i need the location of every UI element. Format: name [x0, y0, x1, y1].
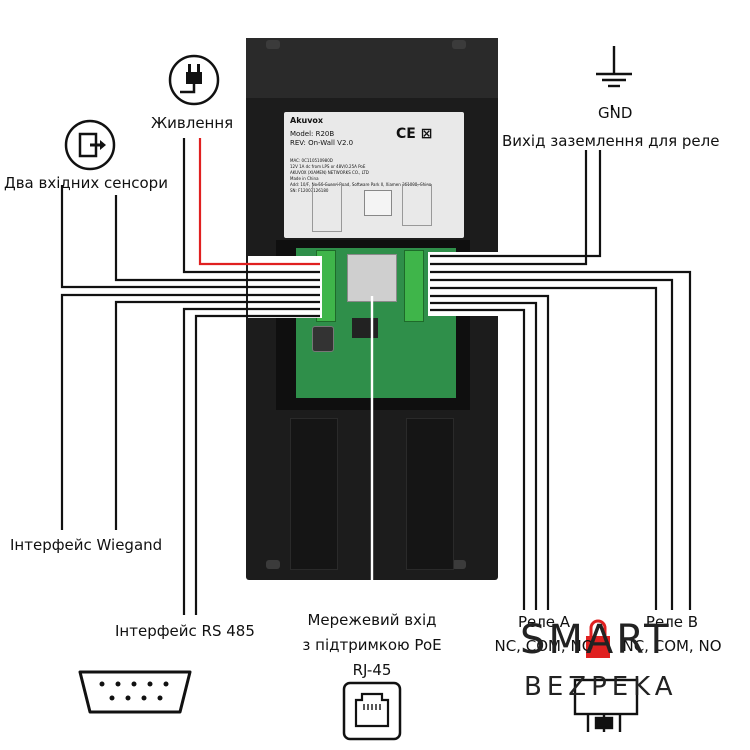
screw-bottom-right — [452, 560, 466, 569]
wiegand-label: Інтерфейс Wiegand — [10, 536, 163, 554]
watermark-smart: SMART — [520, 617, 672, 663]
relay-a-title: Реле А — [517, 613, 571, 631]
wire-relay-a-1 — [430, 308, 526, 610]
device-brand: Akuvox — [290, 116, 324, 125]
screw-top-right — [452, 40, 466, 49]
wire-wiegand-1 — [60, 293, 320, 530]
rs485-label: Інтерфейс RS 485 — [115, 622, 255, 640]
watermark-bezpeka: BEZPEKA — [524, 672, 678, 702]
wire-sensor-1 — [60, 185, 320, 289]
device-address: Add: 10/F, No.56 Guanri Road, Software P… — [290, 182, 432, 187]
sticker-pinout-table-left — [312, 184, 342, 232]
ce-mark-icon: CE ⊠ — [396, 126, 433, 142]
wire-gnd-2 — [430, 150, 588, 266]
device-sn: SN: F12007126180 — [290, 188, 329, 193]
wire-relay-b-1 — [430, 286, 658, 610]
capacitor — [312, 326, 334, 352]
sticker-ethernet-icon — [364, 190, 392, 216]
wire-power-red — [198, 138, 320, 266]
device-mac: MAC: 0C110510980D — [290, 158, 333, 163]
sensor-input-icon — [64, 119, 116, 171]
device-fine-print: MAC: 0C110510980D 12V 1A dc from LPS or … — [290, 158, 458, 194]
wire-relay-b-3 — [430, 270, 692, 610]
power-plug-icon — [168, 54, 220, 106]
sticker-pinout-table-right — [402, 184, 432, 226]
device-rail-left — [290, 418, 338, 570]
wire-band-right — [428, 252, 500, 316]
relay-ground-label: Вихід заземлення для реле — [502, 132, 720, 150]
network-label: Мережевий вхід з підтримкою PoE RJ-45 — [296, 608, 448, 683]
sensors-label: Два вхідних сенсори — [4, 174, 168, 192]
power-label: Живлення — [151, 114, 234, 132]
device-rail-right — [406, 418, 454, 570]
wire-power-gnd — [182, 138, 320, 274]
relay-icon — [573, 678, 639, 732]
wire-relay-a-3 — [430, 294, 550, 610]
device-model-text: Model: R20B — [290, 130, 335, 138]
wire-rs485-1 — [182, 307, 320, 615]
relay-b-title: Реле В — [645, 613, 699, 631]
device-made-in: Made in China — [290, 176, 319, 181]
wire-relay-a-2 — [430, 301, 538, 610]
device-power-spec: 12V 1A dc from LPS or 48V/0.25A PoE — [290, 164, 366, 169]
relay-a-label: Реле А NC, COM, NO — [488, 610, 600, 658]
wire-wiegand-2 — [114, 300, 320, 530]
network-label-line1: Мережевий вхід — [307, 611, 437, 629]
device-model: Model: R20B REV: On-Wall V2.0 — [290, 130, 353, 148]
ground-icon — [596, 46, 632, 88]
relay-b-contacts: NC, COM, NO — [622, 637, 722, 655]
relay-b-label: Реле В NC, COM, NO — [616, 610, 728, 658]
screw-top-left — [266, 40, 280, 49]
left-wires — [60, 138, 320, 615]
wire-sensor-2 — [114, 195, 320, 282]
watermark-lock-icon — [586, 619, 610, 658]
relay-a-contacts: NC, COM, NO — [494, 637, 594, 655]
ethernet-port-icon — [342, 681, 402, 741]
screw-bottom-left — [266, 560, 280, 569]
rs232-connector-icon — [78, 670, 192, 714]
wire-relay-b-2 — [430, 278, 674, 610]
device-rev-text: REV: On-Wall V2.0 — [290, 139, 354, 147]
wire-gnd — [430, 150, 602, 258]
right-wires — [430, 105, 692, 610]
network-label-line2: з підтримкою PoE — [302, 636, 442, 654]
device-label-sticker: Akuvox Model: R20B REV: On-Wall V2.0 CE … — [284, 112, 464, 238]
network-label-line3: RJ-45 — [352, 661, 392, 679]
terminal-block-right — [404, 250, 424, 322]
gnd-label: GND — [598, 104, 633, 122]
device-company: AKUVOX (XIAMEN) NETWORKS CO., LTD — [290, 170, 369, 175]
wire-rs485-2 — [194, 314, 320, 615]
